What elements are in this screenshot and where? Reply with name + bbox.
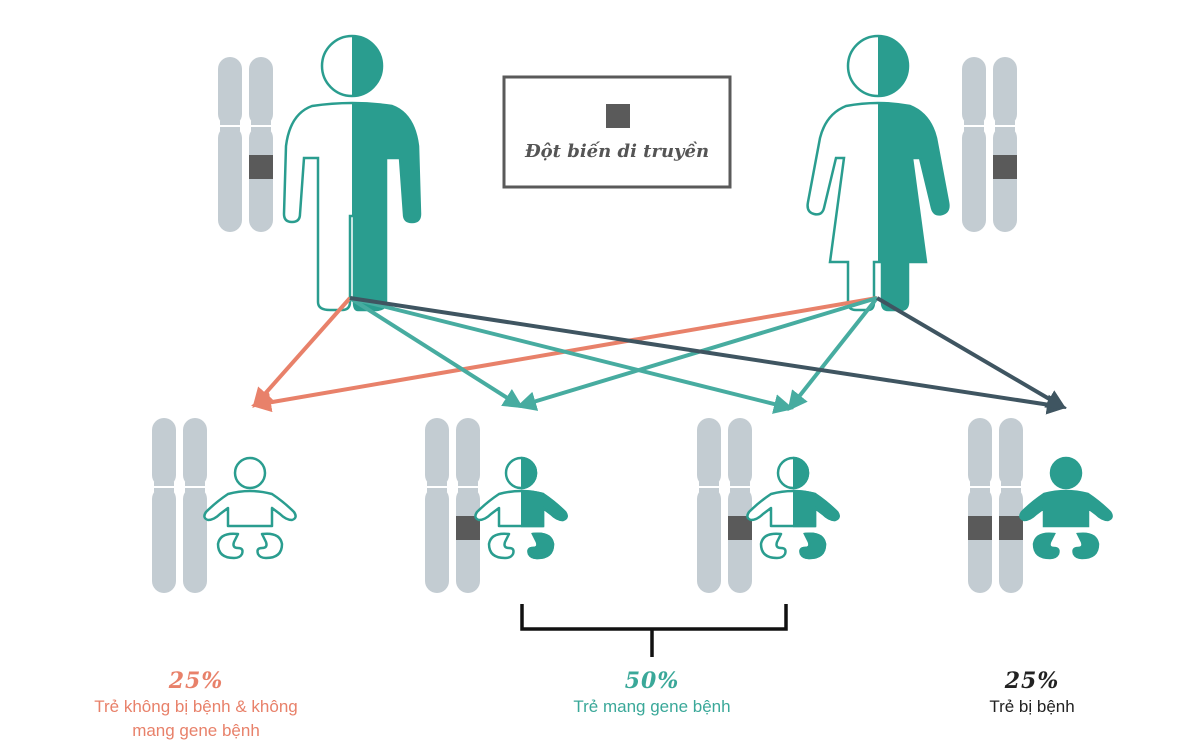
child-4-mutation-marker-right (999, 516, 1023, 540)
baby-carrier-icon (746, 456, 840, 560)
child-3-chromosome-left (696, 417, 722, 594)
child-1-chromosome-right (182, 417, 208, 594)
child-1-chromosomes (151, 417, 208, 594)
outcome-desc-line-1: Trẻ không bị bệnh & không (94, 697, 298, 716)
legend-box: Đột biến di truyền (502, 75, 732, 189)
mother-chromosome-right (992, 56, 1018, 233)
arrow-father-to-child-3 (349, 296, 794, 414)
outcome-desc-line-2: mang gene bệnh (132, 721, 260, 740)
child-4-chromosome-right (998, 417, 1024, 594)
mother-carrier-icon (806, 34, 950, 312)
mother-chromosomes (961, 56, 1018, 233)
outcome-affected: 25% Trẻ bị bệnh (989, 668, 1074, 716)
child-3-chromosome-right (727, 417, 753, 594)
child-2-chromosomes (424, 417, 481, 594)
outcome-desc-line-1: Trẻ mang gene bệnh (573, 697, 730, 716)
child-3-chromosomes (696, 417, 753, 594)
outcome-desc-line-1: Trẻ bị bệnh (989, 697, 1074, 716)
child-1-chromosome-left (151, 417, 177, 594)
legend-label: Đột biến di truyền (524, 140, 709, 162)
child-4-chromosome-left (967, 417, 993, 594)
arrow-mother-to-child-3 (787, 296, 879, 412)
mother-chromosome-left (961, 56, 987, 233)
outcome-unaffected: 25% Trẻ không bị bệnh & không mang gene … (94, 668, 298, 740)
mutation-legend-icon (606, 104, 630, 128)
arrow-mother-to-child-4 (875, 296, 1067, 410)
baby-carrier-icon (474, 456, 568, 560)
outcome-percent: 25% (168, 668, 224, 694)
father-carrier-icon (282, 34, 422, 312)
baby-unaffected-icon (203, 456, 297, 560)
father-chromosome-left (217, 56, 243, 233)
father-chromosome-right (248, 56, 274, 233)
inheritance-arrows (251, 296, 1067, 415)
child-4-chromosomes (967, 417, 1024, 594)
child-4-mutation-marker-left (968, 516, 992, 540)
outcome-carrier: 50% Trẻ mang gene bệnh (573, 668, 730, 716)
child-2-chromosome-right (455, 417, 481, 594)
father-chromosomes (217, 56, 274, 233)
mother-mutation-marker (993, 155, 1017, 179)
arrow-father-to-child-4 (349, 296, 1067, 415)
arrow-father-to-child-1 (252, 296, 352, 408)
outcome-percent: 25% (1004, 668, 1060, 694)
arrow-father-to-child-2 (348, 296, 524, 409)
child-2-chromosome-left (424, 417, 450, 594)
carrier-bracket (520, 604, 788, 657)
baby-affected-icon (1019, 456, 1113, 560)
outcome-percent: 50% (625, 668, 680, 694)
father-mutation-marker (249, 155, 273, 179)
